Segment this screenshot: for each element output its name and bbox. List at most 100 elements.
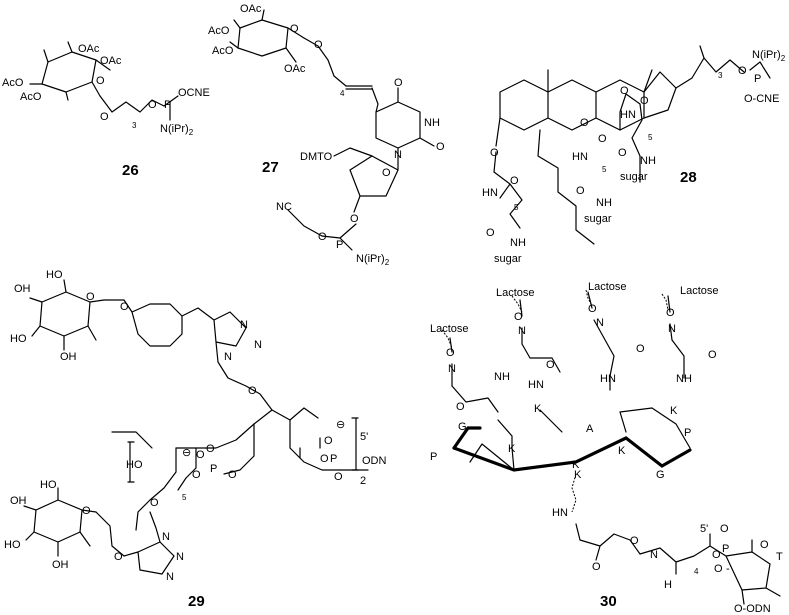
lysine-label: K	[670, 405, 678, 417]
chain-length-label: 3	[132, 121, 137, 130]
lysine-label: K	[572, 459, 580, 471]
carbonyl-oxygen-label: O	[640, 95, 649, 107]
nitrogen-label: N	[394, 149, 402, 161]
lysine-label: K	[574, 469, 582, 481]
amide-nh-label: NH	[494, 371, 510, 383]
phosphite-oxygen-label: O	[350, 213, 359, 225]
furanose-oxygen-label: O	[382, 167, 391, 179]
carbonyl-oxygen-label: O	[456, 401, 465, 413]
acetoxy-label: OAc	[100, 55, 122, 67]
carbonyl-oxygen-label: O	[636, 343, 645, 355]
hydroxyl-label: HO	[10, 333, 27, 345]
lysine-label: K	[534, 403, 542, 415]
amine-label: N(iPr)2	[356, 253, 390, 267]
carbamate-nh-label: HN	[482, 187, 498, 199]
lactose-label: Lactose	[430, 323, 469, 335]
ether-oxygen-label: O	[100, 111, 109, 123]
carbonyl-oxygen-label: O	[394, 77, 403, 89]
odn-label: ODN	[362, 455, 387, 467]
oxime-oxygen-label: O	[666, 307, 675, 319]
ring-oxygen-label: O	[86, 291, 95, 303]
ether-oxygen-label: O	[120, 301, 129, 313]
hydroxyl-label: OH	[52, 559, 69, 571]
chain-length-label: 4	[694, 567, 699, 576]
oxime-nitrogen-label: N	[596, 317, 604, 329]
carbamate-oxygen-label: O	[490, 147, 499, 159]
phosphorus-label: P	[330, 453, 337, 465]
amide-nh-label: NH	[640, 155, 656, 167]
charge-label: ⊖	[182, 447, 191, 459]
carbonyl-oxygen-label: O	[546, 359, 555, 371]
hydroxyl-label: HO	[4, 539, 21, 551]
ocne-label: O-CNE	[744, 93, 779, 105]
cyanoethoxy-oxygen-label: O	[318, 231, 327, 243]
triazole-nitrogen-label: N	[254, 339, 262, 351]
chain-length-label: 5	[602, 165, 607, 174]
chain-length-label: 5	[514, 203, 519, 212]
chain-length-label: 4	[340, 89, 345, 98]
ether-oxygen-label: O	[150, 497, 159, 509]
carbamate-oxygen-label: O	[580, 117, 589, 129]
hydroxyl-label: HO	[40, 479, 57, 491]
carbonyl-oxygen-label: O	[708, 349, 717, 361]
carbonyl-oxygen-label: O	[436, 141, 445, 153]
charge-label: ⊖	[336, 419, 345, 431]
dmto-label: DMTO	[300, 151, 333, 163]
imide-nh-label: NH	[424, 117, 440, 129]
ether-oxygen-label: O	[314, 39, 323, 51]
phosphorus-label: P	[164, 99, 171, 111]
amide-nh-label: HN	[528, 379, 544, 391]
lactose-label: Lactose	[680, 285, 719, 297]
hydrogen-label: H	[664, 579, 672, 591]
sugar-label: sugar	[494, 253, 522, 265]
triazole-nitrogen-label: N	[176, 551, 184, 563]
proline-label: P	[684, 427, 691, 439]
amine-label: N(iPr)2	[752, 49, 786, 63]
phosphate-oxygen-label: O	[714, 563, 723, 575]
amide-nh-label: HN	[552, 507, 568, 519]
amide-nh-label: NH	[676, 373, 692, 385]
phosphorus-label: P	[210, 463, 217, 475]
amide-oxygen-label: O	[576, 185, 585, 197]
compound-29: HO OH HO OH O O N N N O HO O P O O O ⊖ O…	[4, 269, 387, 610]
compound-26: OAc OAc AcO AcO O O O P OCNE N(iPr)2 3 2…	[2, 41, 210, 179]
lysine-label: K	[618, 445, 626, 457]
compound-number-30: 30	[600, 593, 617, 610]
alanine-label: A	[586, 423, 594, 435]
lysine-label: K	[508, 443, 516, 455]
carbamate-oxygen-label: O	[620, 85, 629, 97]
hydroxyl-label: HO	[46, 269, 63, 281]
compound-27: AcO OAc AcO OAc O O 4 O O NH N DMTO O O …	[208, 3, 445, 267]
carbamate-nh-label: HN	[620, 109, 636, 121]
ester-oxygen-label: O	[148, 99, 157, 111]
lactose-label: Lactose	[496, 287, 535, 299]
chain-length-label: 3	[718, 71, 723, 80]
carbamate-nh-label: HN	[572, 151, 588, 163]
phosphate-oxygen-label: O	[712, 549, 721, 561]
proline-label: P	[430, 451, 437, 463]
nitrile-label: NC	[276, 201, 292, 213]
compound-number-29: 29	[188, 593, 205, 610]
ring-oxygen-label: O	[96, 75, 105, 87]
oxime-oxygen-label: O	[630, 535, 639, 547]
hydroxyl-label: OH	[60, 351, 77, 363]
amide-nh-label: NH	[596, 197, 612, 209]
lactose-label: Lactose	[588, 281, 627, 293]
glycine-label: G	[458, 421, 467, 433]
hydroxyl-label: HO	[126, 459, 143, 471]
ocne-label: OCNE	[178, 87, 210, 99]
five-prime-label: 5'	[360, 431, 368, 443]
acetoxy-label: OAc	[78, 43, 100, 55]
amide-nh-label: NH	[510, 237, 526, 249]
ether-oxygen-label: O	[738, 65, 747, 77]
phosphorus-label: P	[336, 239, 343, 251]
amide-oxygen-label: O	[486, 227, 495, 239]
thymine-label: T	[776, 551, 783, 563]
chain-length-label: 5	[182, 493, 187, 502]
five-prime-label: 5'	[700, 523, 708, 535]
glycine-label: G	[656, 469, 665, 481]
compound-number-27: 27	[262, 159, 279, 176]
acetoxy-label: AcO	[208, 25, 230, 37]
odn-label: O-ODN	[734, 603, 771, 615]
